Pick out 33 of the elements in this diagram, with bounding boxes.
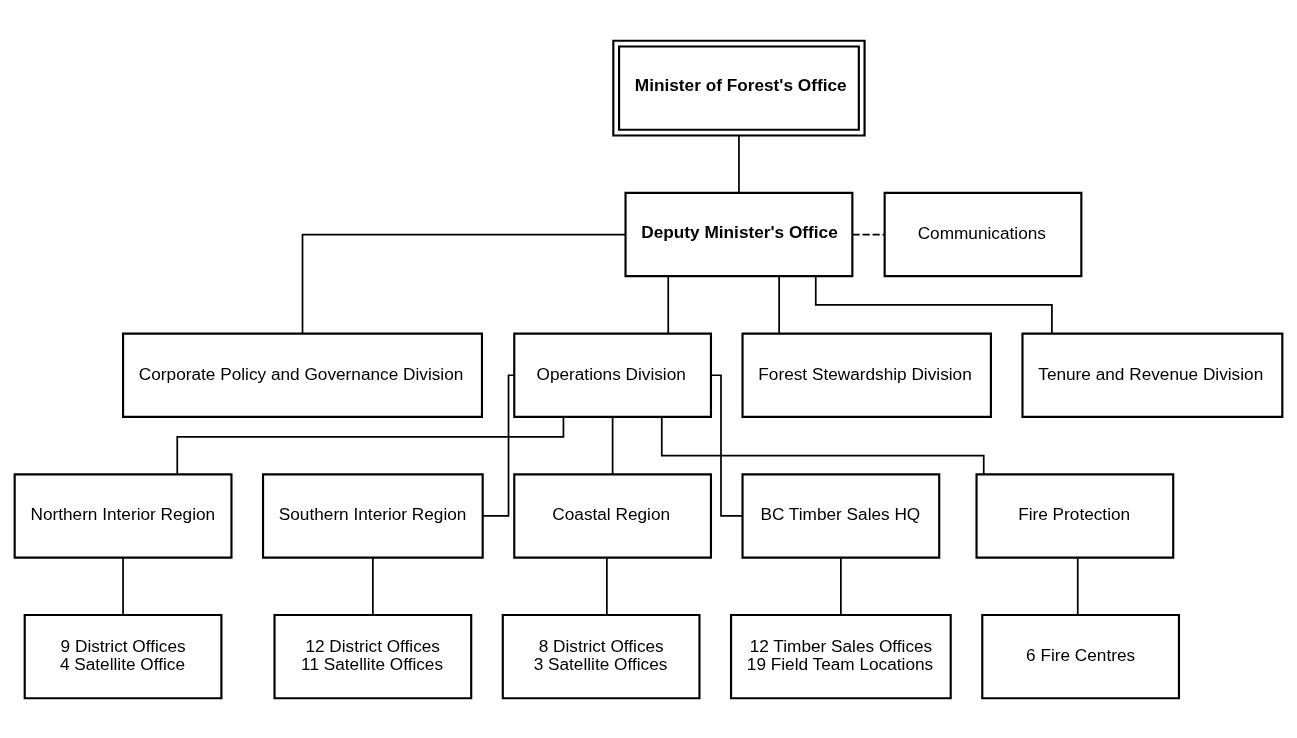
connector bbox=[301, 233, 627, 334]
node-box: 6 Fire Centres bbox=[981, 613, 1181, 699]
node-box: Fire Protection bbox=[975, 472, 1175, 559]
connector bbox=[738, 134, 740, 194]
connector bbox=[778, 275, 780, 334]
node-box: Southern Interior Region bbox=[261, 472, 484, 559]
node-box: BC Timber Sales HQ bbox=[741, 472, 941, 559]
connector bbox=[710, 373, 744, 517]
node-box: 12 District Offices 11 Satellite Offices bbox=[273, 613, 473, 699]
connector bbox=[176, 416, 565, 475]
connector bbox=[122, 556, 124, 616]
node-box: Coastal Region bbox=[513, 472, 713, 559]
connector bbox=[606, 556, 608, 616]
node-box: 9 District Offices 4 Satellite Office bbox=[23, 613, 223, 699]
node-box: 12 Timber Sales Offices 19 Field Team Locations bbox=[729, 613, 952, 699]
node-box: Tenure and Revenue Division bbox=[1021, 332, 1284, 418]
node-box: Northern Interior Region bbox=[13, 472, 233, 559]
node-box: Forest Stewardship Division bbox=[741, 332, 992, 418]
connector bbox=[840, 556, 842, 616]
node-box: Minister of Forest's Office bbox=[612, 39, 866, 137]
node-box: Deputy Minister's Office bbox=[624, 191, 854, 277]
node-box: Operations Division bbox=[513, 332, 713, 418]
connector bbox=[611, 415, 614, 475]
node-box: Communications bbox=[883, 191, 1083, 277]
connector bbox=[1076, 556, 1079, 616]
node-box: Corporate Policy and Governance Division bbox=[122, 332, 484, 418]
connector bbox=[851, 233, 886, 235]
connector bbox=[660, 415, 985, 475]
node-box: 8 District Offices 3 Satellite Offices bbox=[501, 613, 701, 699]
connector bbox=[667, 275, 670, 334]
connector bbox=[372, 556, 374, 616]
connector bbox=[482, 373, 515, 517]
connector bbox=[814, 274, 1053, 334]
